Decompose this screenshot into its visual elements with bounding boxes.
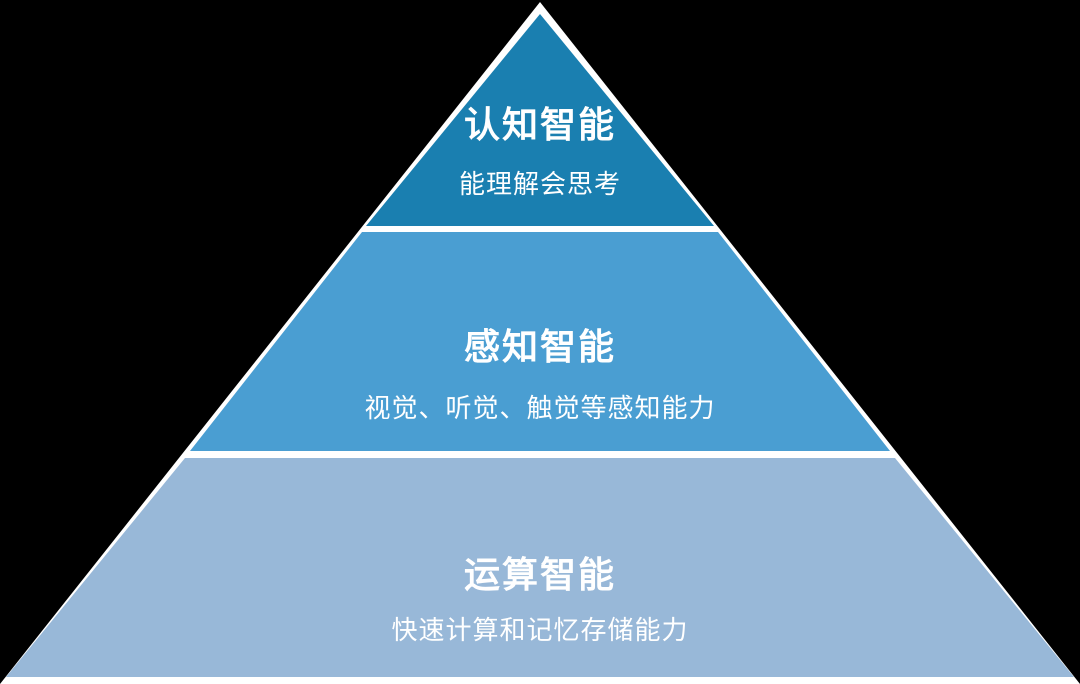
pyramid-level-middle [190,232,890,451]
level-top-title: 认知智能 [463,105,616,146]
level-top-subtitle: 能理解会思考 [458,170,621,200]
pyramid-level-top [366,14,714,226]
level-middle-title: 感知智能 [463,327,616,368]
level-bottom-title: 运算智能 [463,555,616,596]
level-middle-subtitle: 视觉、听觉、触觉等感知能力 [364,394,716,424]
pyramid-level-bottom [6,458,1074,677]
level-bottom-subtitle: 快速计算和记忆存储能力 [391,616,689,646]
